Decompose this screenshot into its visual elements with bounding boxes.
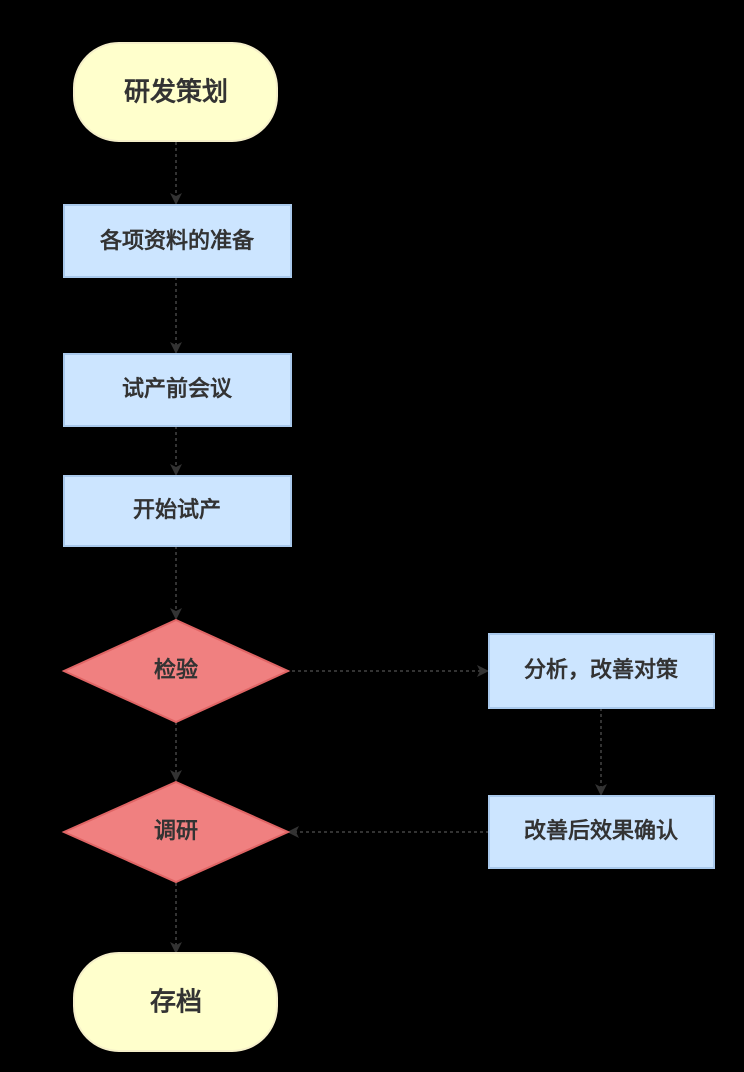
terminal-archive: 存档 <box>73 952 278 1052</box>
terminal-start-shape <box>73 42 278 142</box>
terminal-start-label: 研发策划 <box>124 77 228 108</box>
process-meeting-label: 试产前会议 <box>122 376 233 402</box>
process-analyze: 分析，改善对策 <box>488 633 715 709</box>
decision-inspect: 检验 <box>61 618 291 724</box>
process-prep: 各项资料的准备 <box>63 204 292 278</box>
process-prep-label: 各项资料的准备 <box>99 228 255 254</box>
process-confirm-shape <box>488 795 715 869</box>
process-analyze-shape <box>488 633 715 709</box>
terminal-start: 研发策划 <box>73 42 278 142</box>
decision-adjust-label: 调研 <box>154 819 198 844</box>
process-trial: 开始试产 <box>63 475 292 547</box>
process-meeting: 试产前会议 <box>63 353 292 427</box>
decision-adjust: 调研 <box>61 780 291 884</box>
process-analyze-label: 分析，改善对策 <box>524 657 679 683</box>
decision-adjust-shape <box>61 780 291 884</box>
decision-inspect-label: 检验 <box>154 657 198 683</box>
process-trial-label: 开始试产 <box>133 497 221 523</box>
process-trial-shape <box>63 475 292 547</box>
process-prep-shape <box>63 204 292 278</box>
decision-inspect-shape <box>61 618 291 724</box>
terminal-archive-shape <box>73 952 278 1052</box>
process-confirm: 改善后效果确认 <box>488 795 715 869</box>
process-meeting-shape <box>63 353 292 427</box>
process-confirm-label: 改善后效果确认 <box>524 818 678 844</box>
terminal-archive-label: 存档 <box>150 988 202 1018</box>
edges <box>170 142 607 954</box>
